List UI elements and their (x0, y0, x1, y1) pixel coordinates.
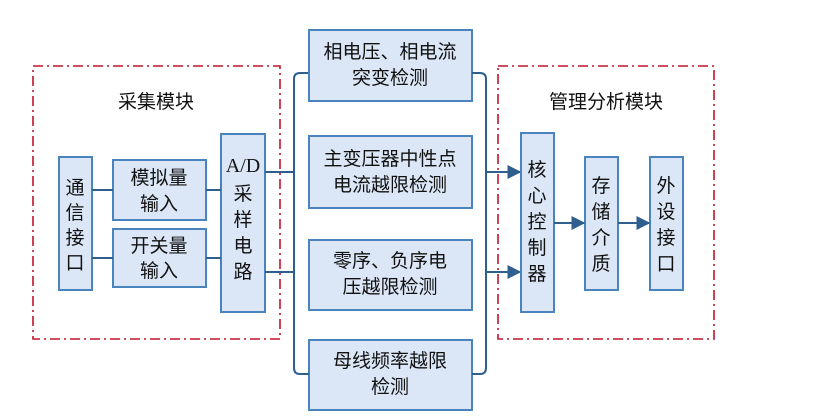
detection-label: 突变检测 (352, 67, 428, 89)
acquisition-module-title: 采集模块 (118, 91, 194, 113)
detection-label: 电流越限检测 (333, 174, 447, 196)
core-controller-label: 控 (527, 211, 546, 233)
detection-label: 母线频率越限 (333, 350, 447, 372)
analog-input-label: 模拟量 (130, 167, 187, 189)
storage-medium-box (584, 156, 619, 291)
comm-interface-box (58, 156, 93, 291)
core-controller-box (520, 132, 555, 313)
analog-input-label: 输入 (140, 193, 178, 215)
core-controller-label: 心 (527, 185, 546, 207)
peripheral-interface-label: 设 (656, 201, 675, 223)
peripheral-interface-label: 外 (656, 175, 675, 197)
ad-sampling-label: 路 (233, 261, 252, 283)
detection-box-voltage-current-mutation (308, 29, 473, 102)
detection-label: 压越限检测 (342, 276, 437, 298)
ad-sampling-label: A/D (226, 155, 260, 177)
detection-label: 主变压器中性点 (323, 148, 456, 170)
analysis-module-group (497, 65, 715, 340)
acquisition-module-group (32, 65, 281, 340)
comm-interface-label: 口 (65, 252, 84, 274)
right-bracket (472, 72, 487, 375)
left-bracket (293, 72, 309, 375)
switch-input-label: 开关量 (130, 235, 187, 257)
analog-input-box (112, 159, 207, 221)
comm-interface-label: 通 (65, 177, 84, 199)
detection-label: 检测 (371, 376, 409, 398)
ad-sampling-box (220, 133, 266, 313)
storage-medium-label: 存 (591, 175, 610, 197)
analysis-module-title: 管理分析模块 (549, 91, 663, 113)
storage-medium-label: 质 (591, 253, 610, 275)
detection-box-sequence-voltage-limit (308, 239, 473, 311)
detection-box-neutral-current-limit (308, 135, 473, 209)
detection-label: 零序、负序电 (333, 250, 447, 272)
ad-sampling-label: 样 (233, 209, 252, 231)
peripheral-interface-label: 接 (656, 227, 675, 249)
storage-medium-label: 储 (591, 201, 610, 223)
core-controller-label: 制 (527, 237, 546, 259)
core-controller-label: 器 (527, 263, 546, 285)
ad-sampling-label: 电 (233, 235, 252, 257)
ad-sampling-label: 采 (233, 183, 252, 205)
core-controller-label: 核 (527, 159, 546, 181)
peripheral-interface-label: 口 (656, 253, 675, 275)
switch-input-label: 输入 (140, 260, 178, 282)
comm-interface-label: 信 (65, 202, 84, 224)
storage-medium-label: 介 (591, 227, 610, 249)
comm-interface-label: 接 (65, 227, 84, 249)
detection-label: 相电压、相电流 (323, 41, 456, 63)
